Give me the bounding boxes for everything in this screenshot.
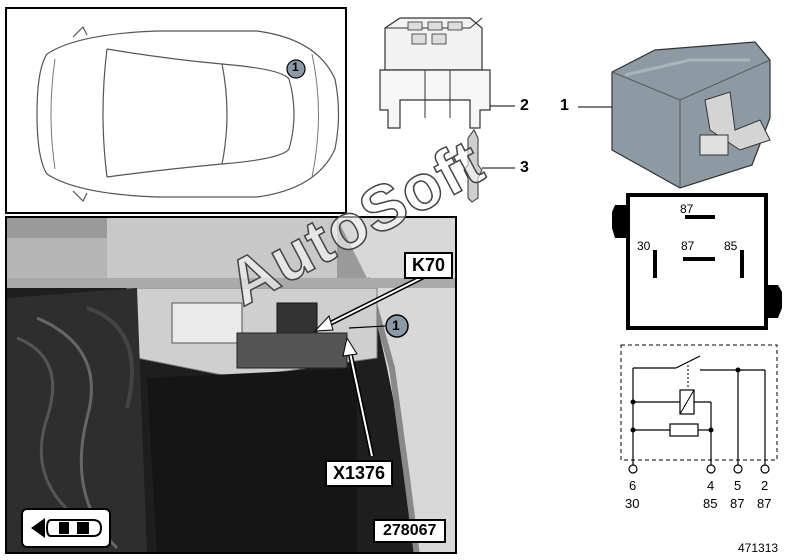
locator-callout-number: 1 [292, 60, 299, 74]
terminal-number: 6 [629, 478, 637, 493]
vehicle-view-badge [21, 508, 111, 548]
diagram-number: 471313 [738, 541, 779, 555]
relay-pin-top-label: 87 [680, 202, 694, 216]
installation-photo-panel: 1 K70 X1376 278067 [5, 216, 457, 554]
connector-x1376-label: X1376 [325, 460, 394, 487]
relay-circuit-schematic [620, 344, 778, 474]
relay-pin-center-label: 87 [681, 239, 695, 253]
relay-pin-right-label: 85 [724, 239, 738, 253]
terminal-number: 2 [761, 478, 769, 493]
car-locator-panel: 1 [5, 7, 347, 214]
photo-position-callout-number: 1 [392, 317, 400, 333]
relay-k70-label: K70 [404, 252, 454, 279]
terminal-pin-drawing [463, 129, 515, 203]
car-outline-drawing [36, 25, 340, 203]
photo-position-callout [385, 314, 409, 338]
terminal-function: 87 [730, 496, 745, 511]
terminal-function: 85 [703, 496, 718, 511]
part-number-2: 2 [520, 97, 529, 114]
terminal-number: 4 [707, 478, 715, 493]
locator-callout-circle [286, 59, 306, 79]
car-direction-icon [31, 518, 103, 538]
photo-reference-number: 278067 [373, 519, 447, 543]
relay-drawing [578, 41, 771, 189]
installation-photo [7, 218, 455, 552]
relay-pin-left-label: 30 [637, 239, 651, 253]
terminal-function: 87 [757, 496, 772, 511]
terminal-number: 5 [734, 478, 742, 493]
terminal-function: 30 [625, 496, 640, 511]
connector-housing-drawing [379, 17, 515, 129]
relay-pin-layout-symbol [612, 193, 782, 330]
part-number-3: 3 [520, 159, 529, 176]
part-number-1: 1 [560, 97, 569, 114]
